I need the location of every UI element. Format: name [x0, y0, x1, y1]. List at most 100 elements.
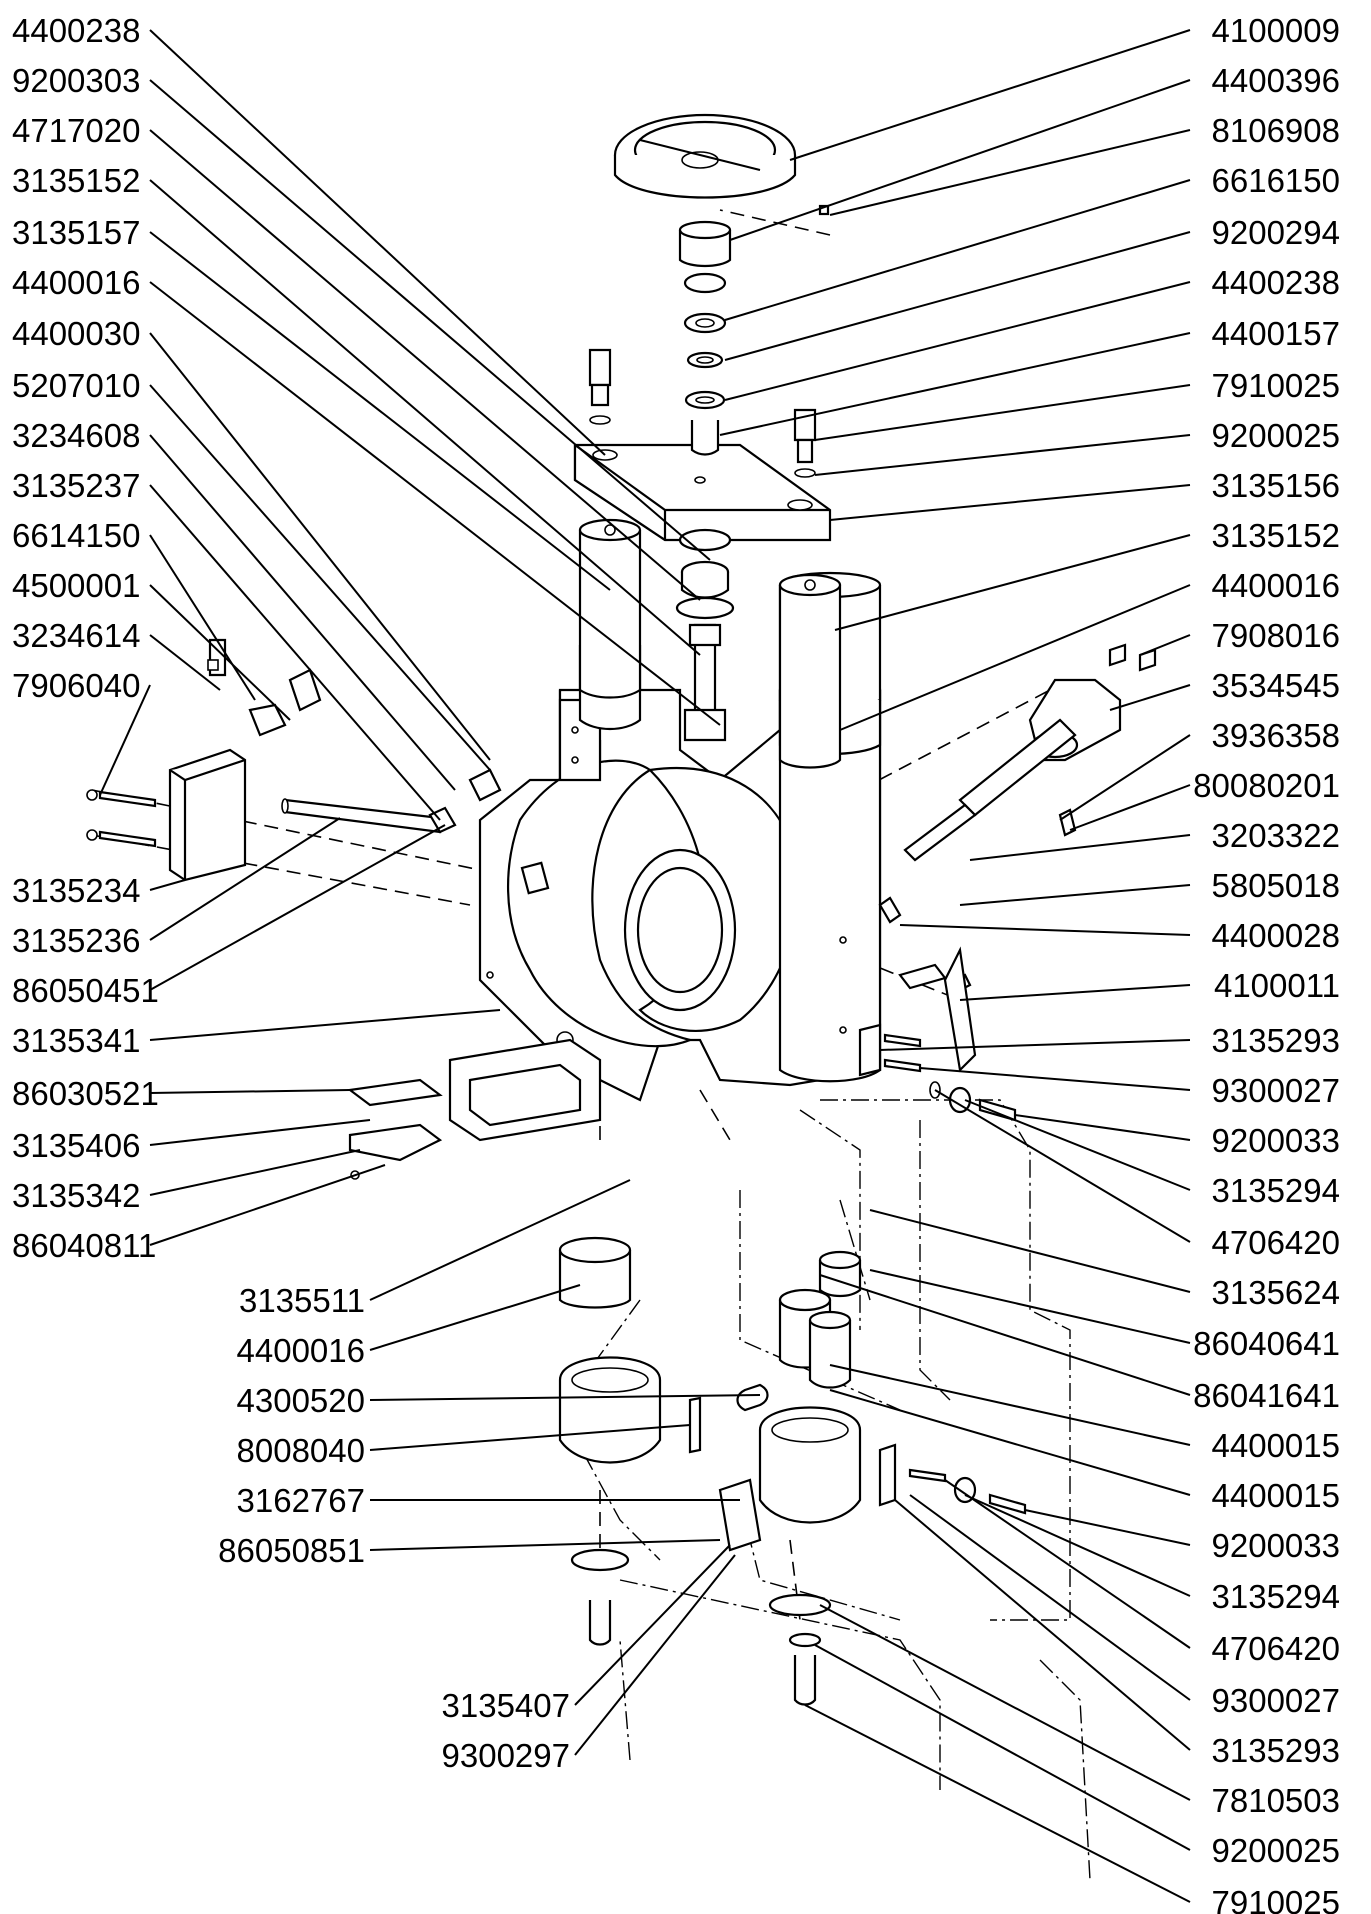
leader-left-2 [149, 79, 711, 561]
leader-right-29 [829, 1364, 1191, 1446]
leader-right-31 [1024, 1509, 1191, 1546]
leader-right-36 [819, 1604, 1191, 1801]
part-label-right-16: 80080201 [1193, 767, 1340, 804]
leader-right-15 [1059, 734, 1191, 821]
part-label-right-5: 9200294 [1212, 214, 1340, 251]
part-label-left-11: 6614150 [12, 517, 140, 554]
leader-right-13 [1139, 634, 1191, 656]
part-label-left-12: 4500001 [12, 567, 140, 604]
leader-lines [99, 29, 1191, 1903]
leader-right-30 [829, 1389, 1191, 1496]
leader-right-20 [959, 984, 1191, 1001]
leader-right-38 [804, 1704, 1191, 1903]
lower-housing [558, 1356, 1027, 1706]
part-label-right-21: 3135293 [1212, 1022, 1340, 1059]
leader-left-22 [149, 1164, 386, 1246]
part-label-left-1: 4400238 [12, 12, 140, 49]
leader-right-23 [1014, 1114, 1191, 1141]
leader-inner-1 [369, 1179, 631, 1301]
part-label-right-13: 7908016 [1212, 617, 1340, 654]
upper-small-parts [588, 204, 830, 478]
leader-left-8 [149, 384, 491, 771]
part-label-right-15: 3936358 [1212, 717, 1340, 754]
part-label-left-4: 3135152 [12, 162, 140, 199]
part-label-right-35: 3135293 [1212, 1732, 1340, 1769]
leader-left-4 [149, 179, 701, 656]
part-label-right-28: 86041641 [1193, 1377, 1340, 1414]
leader-right-12 [839, 584, 1191, 731]
part-label-right-24: 3135294 [1212, 1172, 1340, 1209]
leader-left-5 [149, 231, 611, 591]
left-shaft-and-fittings [207, 638, 502, 834]
part-label-inner-2: 4400016 [237, 1332, 365, 1369]
leader-left-17 [149, 824, 446, 991]
leader-right-18 [959, 884, 1191, 906]
leader-right-19 [899, 924, 1191, 936]
leader-left-10 [149, 484, 441, 821]
part-label-right-37: 9200025 [1212, 1832, 1340, 1869]
part-label-inner-1: 3135511 [239, 1282, 365, 1319]
leader-right-9 [814, 434, 1191, 476]
leader-right-34 [909, 1494, 1191, 1701]
leader-left-9 [149, 434, 456, 791]
leader-right-37 [814, 1644, 1191, 1851]
leader-right-1 [789, 29, 1191, 161]
lower-bushings [558, 1236, 862, 1389]
right-mid-fasteners [858, 1023, 1017, 1122]
hand-wheel [613, 113, 797, 199]
leader-right-27 [869, 1269, 1191, 1344]
leader-right-7 [719, 332, 1191, 436]
phantom-base-frame [559, 1099, 1091, 1881]
leader-right-10 [829, 484, 1191, 521]
leader-right-33 [944, 1479, 1191, 1649]
part-label-right-19: 4400028 [1212, 917, 1340, 954]
part-label-right-4: 6616150 [1212, 162, 1340, 199]
part-label-right-14: 3534545 [1212, 667, 1340, 704]
part-label-left-18: 3135341 [12, 1022, 140, 1059]
part-label-left-7: 4400030 [12, 315, 140, 352]
part-label-right-34: 9300027 [1212, 1682, 1340, 1719]
leader-right-11 [834, 534, 1191, 631]
part-number-labels: 4400238920030347170203135152313515744000… [12, 12, 1340, 1914]
leader-left-14 [99, 684, 151, 796]
leader-left-7 [149, 332, 491, 761]
part-label-right-23: 9200033 [1212, 1122, 1340, 1159]
leader-right-6 [724, 281, 1191, 401]
part-label-right-11: 3135152 [1212, 517, 1340, 554]
part-label-inner-3: 4300520 [237, 1382, 365, 1419]
part-label-left-21: 3135342 [12, 1177, 140, 1214]
part-label-inner-5: 3162767 [237, 1482, 365, 1519]
part-label-right-7: 4400157 [1212, 315, 1340, 352]
part-label-right-2: 4400396 [1212, 62, 1340, 99]
leader-right-17 [969, 834, 1191, 861]
part-label-right-25: 4706420 [1212, 1224, 1340, 1261]
part-label-right-27: 86040641 [1193, 1325, 1340, 1362]
part-label-right-20: 4100011 [1214, 967, 1340, 1004]
left-clamp-block [86, 748, 247, 882]
part-label-left-6: 4400016 [12, 264, 140, 301]
leader-left-16 [149, 817, 341, 941]
part-label-left-17: 86050451 [12, 972, 159, 1009]
part-label-right-17: 3203322 [1212, 817, 1340, 854]
part-label-left-10: 3135237 [12, 467, 140, 504]
leader-left-11 [149, 534, 256, 701]
leader-inner-6 [369, 1539, 721, 1551]
part-label-left-3: 4717020 [12, 112, 140, 149]
part-label-right-30: 4400015 [1212, 1477, 1340, 1514]
part-label-right-3: 8106908 [1212, 112, 1340, 149]
left-column-tube [578, 518, 642, 730]
leader-right-4 [724, 179, 1191, 321]
leader-left-12 [149, 584, 291, 721]
part-label-inner-7: 3135407 [442, 1687, 570, 1724]
leader-left-13 [149, 634, 221, 691]
leader-left-19 [149, 1089, 351, 1094]
leader-inner-3 [369, 1394, 761, 1401]
leader-right-16 [1069, 784, 1191, 831]
leader-right-25 [934, 1089, 1191, 1243]
part-label-right-31: 9200033 [1212, 1527, 1340, 1564]
part-label-right-6: 4400238 [1212, 264, 1340, 301]
leader-inner-4 [369, 1424, 691, 1451]
right-guide-tube [778, 573, 842, 769]
part-label-left-2: 9200303 [12, 62, 140, 99]
